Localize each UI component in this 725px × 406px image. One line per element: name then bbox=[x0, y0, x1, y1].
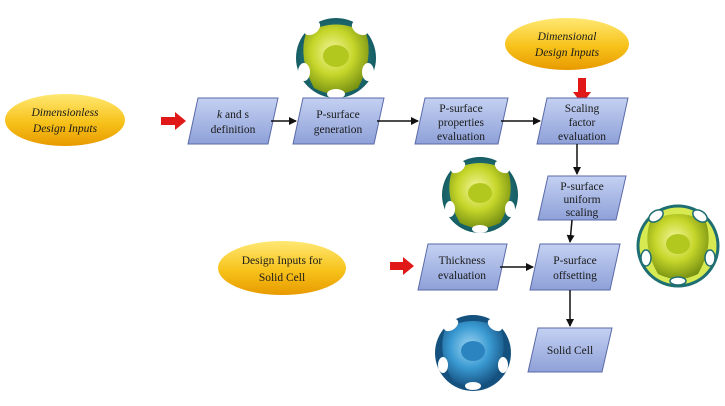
oval-line: Design Inputs bbox=[534, 47, 600, 59]
dimensional-inputs-oval: Dimensional Design Inputs bbox=[505, 18, 629, 70]
step-line: P-surface bbox=[316, 109, 359, 121]
oval-line: Design Inputs for bbox=[242, 255, 323, 267]
dimensionless-inputs-oval: Dimensionless Design Inputs bbox=[5, 94, 125, 146]
step-line: evaluation bbox=[438, 270, 486, 282]
step-p-surface-offsetting: P-surface offsetting bbox=[529, 243, 621, 291]
step-p-surface-properties-evaluation: P-surface properties evaluation bbox=[414, 97, 509, 145]
solid-cell-inputs-oval: Design Inputs for Solid Cell bbox=[218, 241, 346, 295]
step-line: P-surface bbox=[560, 181, 603, 193]
step-line: definition bbox=[211, 124, 256, 136]
step-k-s-definition: k and s definition bbox=[187, 97, 279, 145]
step-p-surface-generation: P-surface generation bbox=[292, 97, 385, 145]
step-line: uniform bbox=[563, 194, 600, 206]
oval-line: Dimensionless bbox=[30, 107, 99, 119]
step-line: generation bbox=[314, 124, 363, 136]
step-line: Thickness bbox=[439, 255, 486, 267]
step-line: P-surface bbox=[553, 255, 596, 267]
step-line: scaling bbox=[566, 207, 599, 219]
step-line: Solid Cell bbox=[547, 345, 593, 357]
arrow-uniform-to-offsetting bbox=[566, 219, 575, 243]
step-line: factor bbox=[569, 117, 596, 129]
step-line: k and s bbox=[217, 109, 249, 121]
step-line: offsetting bbox=[553, 270, 597, 282]
step-line: evaluation bbox=[558, 131, 606, 143]
step-scaling-factor-evaluation: Scaling factor evaluation bbox=[536, 97, 629, 145]
step-p-surface-uniform-scaling: P-surface uniform scaling bbox=[537, 175, 627, 221]
oval-line: Dimensional bbox=[537, 31, 597, 43]
p-surface-offset-icon bbox=[636, 204, 720, 288]
step-line: P-surface bbox=[439, 103, 482, 115]
step-solid-cell: Solid Cell bbox=[527, 327, 613, 373]
step-line: evaluation bbox=[437, 131, 485, 143]
oval-line: Solid Cell bbox=[259, 272, 305, 284]
oval-line: Design Inputs bbox=[32, 123, 98, 135]
p-surface-scaled-icon bbox=[442, 157, 518, 233]
step-line: properties bbox=[438, 117, 485, 129]
solid-cell-icon bbox=[435, 315, 511, 391]
step-thickness-evaluation: Thickness evaluation bbox=[417, 243, 508, 291]
step-line: Scaling bbox=[565, 103, 600, 115]
red-arrow-right-1 bbox=[161, 112, 186, 130]
p-surface-generated-icon bbox=[296, 18, 376, 99]
red-arrow-right-2 bbox=[390, 257, 414, 275]
